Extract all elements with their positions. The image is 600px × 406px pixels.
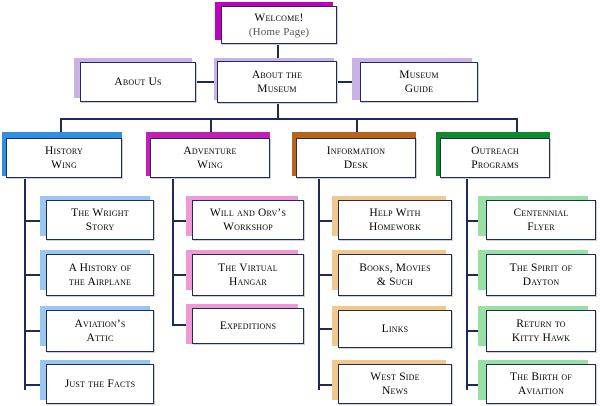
kitty-hawk-line1: Return to — [516, 318, 566, 330]
about-museum-line1: About the — [251, 69, 303, 81]
about-us-label: About Us — [114, 76, 162, 88]
about-us-node[interactable]: About Us — [80, 62, 196, 102]
birth-of-aviation-line1: The Birth of — [510, 371, 572, 383]
virtual-hangar-line1: The Virtual — [218, 262, 278, 274]
connector-bar-to-history — [60, 118, 62, 138]
workshop-line1: Will and Orv’s — [209, 207, 287, 219]
connector-about-museum-to-museum-guide — [336, 81, 360, 83]
home-page-label: (Home Page) — [248, 26, 310, 38]
connector-bar-to-outreach — [516, 118, 518, 138]
return-to-kitty-hawk-node[interactable]: Return to Kitty Hawk — [486, 310, 596, 352]
centennial-flyer-line2: Flyer — [527, 221, 555, 233]
books-movies-line2: & Such — [376, 276, 414, 288]
just-the-facts-node[interactable]: Just the Facts — [46, 364, 154, 404]
spirit-of-dayton-line1: The Spirit of — [509, 262, 573, 274]
tick-outreach-4 — [466, 384, 486, 386]
welcome-home-node[interactable]: Welcome! (Home Page) — [221, 6, 337, 44]
connector-about-museum-down — [277, 102, 279, 118]
aviations-attic-line1: Aviation’s — [74, 318, 126, 330]
information-desk-node[interactable]: Information Desk — [296, 138, 416, 178]
help-with-homework-node[interactable]: Help With Homework — [338, 200, 452, 240]
the-wright-story-line2: Story — [85, 221, 115, 233]
connector-bar-to-adventure — [210, 118, 212, 138]
spirit-of-dayton-node[interactable]: The Spirit of Dayton — [486, 254, 596, 296]
tick-adventure-2 — [172, 274, 192, 276]
spine-info — [318, 178, 320, 390]
tick-info-1 — [318, 220, 338, 222]
tick-outreach-3 — [466, 330, 486, 332]
connector-root-to-about-museum — [277, 42, 279, 60]
tick-adventure-1 — [172, 220, 192, 222]
tick-outreach-2 — [466, 274, 486, 276]
birth-of-aviation-node[interactable]: The Birth of Aviaition — [486, 364, 596, 404]
spine-history — [24, 178, 26, 390]
spine-adventure — [172, 178, 174, 326]
help-with-homework-line2: Homework — [368, 221, 422, 233]
west-side-news-line2: News — [382, 385, 408, 397]
spirit-of-dayton-line2: Dayton — [522, 276, 560, 288]
about-museum-node[interactable]: About the Museum — [217, 61, 337, 103]
tick-info-2 — [318, 274, 338, 276]
history-of-airplane-node[interactable]: A History of the Airplane — [46, 254, 154, 296]
connector-branch-bar — [60, 118, 518, 120]
tick-adventure-3 — [172, 324, 192, 326]
information-desk-line2: Desk — [343, 159, 369, 171]
books-movies-line1: Books, Movies — [359, 262, 431, 274]
adventure-wing-line1: Adventure — [183, 145, 237, 157]
welcome-label: Welcome! — [254, 12, 304, 24]
expeditions-node[interactable]: Expeditions — [192, 308, 304, 344]
tick-outreach-1 — [466, 220, 486, 222]
the-wright-story-line1: The Wright — [71, 207, 129, 219]
tick-history-4 — [24, 384, 46, 386]
history-wing-node[interactable]: History Wing — [6, 138, 122, 178]
birth-of-aviation-line2: Aviaition — [517, 385, 565, 397]
aviations-attic-line2: Attic — [86, 332, 114, 344]
aviations-attic-node[interactable]: Aviation’s Attic — [46, 310, 154, 352]
centennial-flyer-line1: Centennial — [513, 207, 569, 219]
about-museum-line2: Museum — [257, 83, 297, 95]
books-movies-node[interactable]: Books, Movies & Such — [338, 254, 452, 296]
kitty-hawk-line2: Kitty Hawk — [511, 332, 571, 344]
information-desk-line1: Information — [326, 145, 386, 157]
museum-guide-node[interactable]: Museum Guide — [360, 62, 478, 102]
connector-bar-to-info — [356, 118, 358, 138]
help-with-homework-line1: Help With — [369, 207, 421, 219]
just-the-facts-label: Just the Facts — [64, 378, 136, 390]
spine-outreach — [466, 178, 468, 390]
history-of-airplane-line1: A History of — [68, 262, 132, 274]
adventure-wing-node[interactable]: Adventure Wing — [150, 138, 270, 178]
museum-guide-line2: Guide — [404, 83, 434, 95]
tick-info-3 — [318, 328, 338, 330]
the-wright-story-node[interactable]: The Wright Story — [46, 200, 154, 240]
history-wing-line2: Wing — [51, 159, 77, 171]
museum-guide-line1: Museum — [399, 69, 439, 81]
virtual-hangar-line2: Hangar — [229, 276, 267, 288]
west-side-news-line1: West Side — [370, 371, 420, 383]
outreach-programs-line1: Outreach — [471, 145, 519, 157]
adventure-wing-line2: Wing — [197, 159, 223, 171]
virtual-hangar-node[interactable]: The Virtual Hangar — [192, 254, 304, 296]
will-and-orvs-workshop-node[interactable]: Will and Orv’s Workshop — [192, 200, 304, 240]
outreach-programs-node[interactable]: Outreach Programs — [440, 138, 550, 178]
workshop-line2: Workshop — [223, 221, 273, 233]
tick-history-3 — [24, 330, 46, 332]
links-node[interactable]: Links — [338, 310, 452, 348]
tick-history-2 — [24, 274, 46, 276]
connector-about-us-to-about-museum — [196, 81, 216, 83]
history-of-airplane-line2: the Airplane — [68, 276, 132, 288]
outreach-programs-line2: Programs — [471, 159, 519, 171]
links-label: Links — [381, 323, 409, 335]
west-side-news-node[interactable]: West Side News — [338, 364, 452, 404]
history-wing-line1: History — [44, 145, 83, 157]
tick-info-4 — [318, 384, 338, 386]
expeditions-label: Expeditions — [219, 320, 277, 332]
centennial-flyer-node[interactable]: Centennial Flyer — [486, 200, 596, 240]
tick-history-1 — [24, 220, 46, 222]
